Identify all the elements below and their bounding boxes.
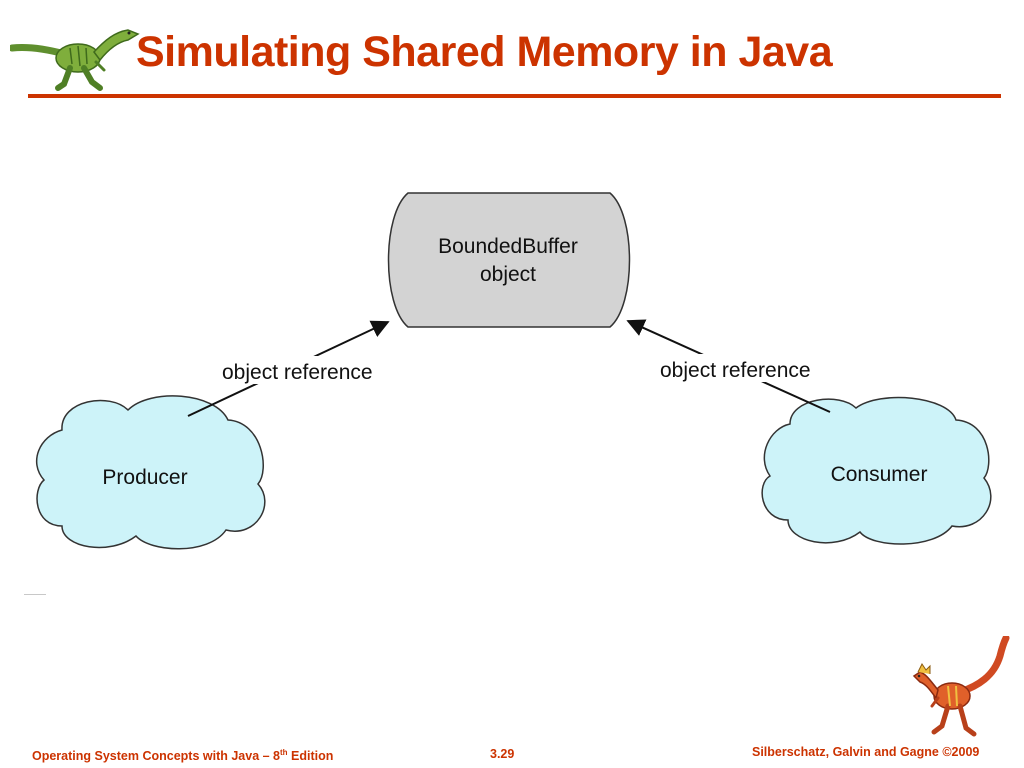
consumer-node: Consumer (761, 396, 992, 545)
title-divider (28, 94, 1001, 98)
red-dinosaur-icon (912, 636, 1010, 737)
bounded-buffer-label-line2: object (480, 263, 536, 286)
bounded-buffer-node: BoundedBuffer object (387, 192, 631, 328)
producer-reference-label: object reference (222, 361, 373, 384)
producer-label: Producer (102, 466, 187, 489)
green-dinosaur-icon (10, 29, 140, 91)
footer-book-title-sup: th (280, 748, 288, 757)
footer-page-number: 3.29 (490, 747, 515, 761)
consumer-reference-label: object reference (660, 359, 811, 382)
footer-copyright: Silberschatz, Galvin and Gagne ©2009 (752, 745, 980, 759)
footer-book-title-tail: Edition (287, 749, 334, 764)
footer-book-title: Operating System Concepts with Java – 8t… (32, 748, 333, 763)
footer-book-title-main: Operating System Concepts with Java – 8 (32, 749, 280, 764)
bounded-buffer-label-line1: BoundedBuffer (438, 235, 578, 258)
divider-mark (24, 594, 46, 595)
slide-title: Simulating Shared Memory in Java (136, 28, 833, 76)
producer-node: Producer (35, 395, 266, 550)
consumer-label: Consumer (831, 463, 928, 486)
